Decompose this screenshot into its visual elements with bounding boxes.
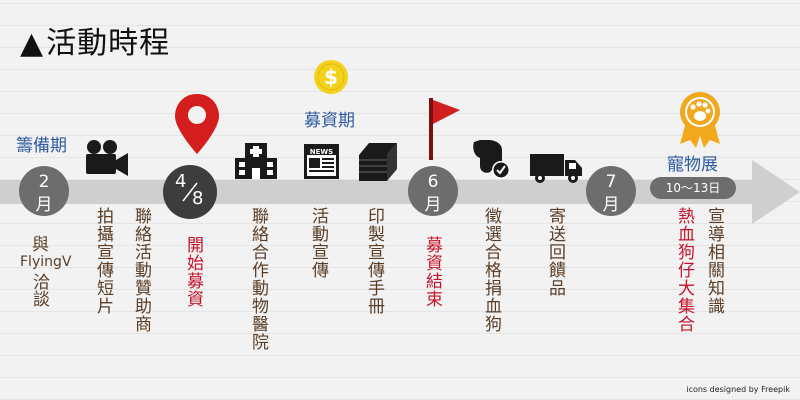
credit-text: icons designed by Freepik (686, 385, 790, 394)
item-hospital: 聯絡合作動物醫院 (248, 207, 268, 351)
title-text: 活動時程 (46, 26, 171, 61)
timeline-arrowhead (752, 160, 800, 224)
dollar-coin-icon: $ (314, 60, 348, 94)
delivery-truck-icon (530, 154, 582, 183)
label-chou-bei: 籌備期 (16, 136, 67, 156)
month-unit: 月 (424, 195, 442, 215)
item-film: 拍攝宣傳短片 (93, 207, 113, 315)
item-start-fund: 開始募資 (183, 236, 203, 308)
triangle-icon: ▲ (20, 26, 45, 61)
month-marker-jun: 6 月 (408, 166, 458, 216)
item-meet-line2: FlyingV (20, 254, 72, 270)
timeline-bar (0, 180, 752, 204)
item-adopt: 徵選合格捐血狗 (481, 207, 501, 333)
slash-icon (182, 182, 198, 202)
item-gathering: 熱血狗仔大集合 (674, 207, 694, 333)
month-unit: 月 (602, 195, 620, 215)
page-title: ▲活動時程 (20, 18, 170, 62)
date-range-badge: 10～13日 (650, 177, 736, 199)
item-promo: 活動宣傳 (308, 207, 328, 279)
award-badge-icon (680, 92, 720, 148)
label-mu-zi: 募資期 (304, 111, 355, 131)
date-numerator: 4 (175, 171, 187, 192)
dog-check-icon (473, 140, 510, 179)
item-knowledge: 宣導相關知識 (704, 207, 724, 315)
newspaper-icon: NEWS (304, 144, 339, 179)
item-end-fund: 募資結束 (422, 236, 442, 308)
item-meet-line3: 洽談 (29, 273, 49, 307)
flag-icon (429, 98, 460, 160)
date-denominator: 8 (192, 188, 204, 209)
dollar-sign: $ (324, 65, 338, 89)
item-sponsor: 聯絡活動贊助商 (131, 207, 151, 333)
item-meet-line1: 與 (32, 235, 49, 255)
news-text: NEWS (310, 148, 333, 156)
video-camera-icon (86, 140, 128, 176)
month-number: 2 (38, 172, 50, 192)
item-ship: 寄送回饋品 (545, 207, 565, 297)
map-pin-icon (175, 94, 219, 154)
date-marker-4-8: 4 8 (163, 165, 217, 219)
hospital-icon (235, 143, 277, 179)
month-number: 7 (605, 172, 617, 192)
item-brochure: 印製宣傳手冊 (364, 207, 384, 315)
month-number: 6 (427, 172, 439, 192)
printed-stack-icon (359, 143, 397, 181)
label-chong-wu: 寵物展 (667, 155, 718, 175)
month-marker-jul: 7 月 (586, 166, 636, 216)
month-marker-feb: 2 月 (19, 166, 69, 216)
month-unit: 月 (35, 195, 53, 215)
